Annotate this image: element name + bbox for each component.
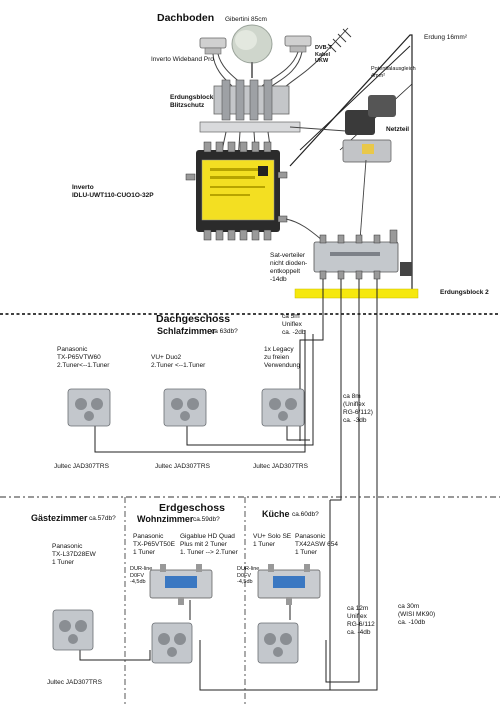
lnb-label: Inverto Wideband Pro [151,56,214,63]
kitchen-tv-label: Panasonic TX42ASW 654 1 Tuner [295,533,338,556]
antenna-label: DVB-T Kabel UKW [315,45,332,64]
living-tv-label: Panasonic TX-P65VT50E 1 Tuner [133,533,175,556]
guest-tv-label: Panasonic TX-L37D28EW 1 Tuner [52,543,96,566]
grounding-block-icon [199,79,301,133]
top-tv2-label: VU+ Duo2 2.Tuner <--1.Tuner [151,354,206,369]
psu-label: Netzteil [386,126,410,133]
kitchen-label: Küche [262,509,290,519]
grounding-block2-label: Erdungsblock 2 [440,289,489,296]
cable-30m-label: ca 30m (WISI MK90) ca. -10db [398,603,436,626]
switch-label: Inverto IDLU-UWT110-CUO1O-32P [72,184,154,199]
ground-label: Erdung 16mm² [424,34,467,41]
dur-line-switch-living-icon [149,564,213,605]
living-rx-label: Gigablue HD Quad Plus mit 2 Tuner 1. Tun… [180,533,238,556]
outlet-guest-icon [52,609,94,651]
lnb-left-icon [199,37,227,55]
top-outlet-3-label: Jultec JAD307TRS [253,463,308,470]
living-room-size: ca.59db? [193,516,220,523]
top-cable-label: ca 5m Uniflex ca. -2db [282,313,306,336]
guest-room-label: Gästezimmer [31,513,88,523]
guest-room-size: ca.57db? [89,515,116,522]
kitchen-size: ca.60db? [292,511,319,518]
top-outlet-2-label: Jultec JAD307TRS [155,463,210,470]
dur-line-switch-kitchen-icon [257,564,321,605]
top-floor-title: Dachgeschoss [156,313,231,325]
power-supply-icon [342,95,396,163]
cable-12m-label: ca 12m Uniflex RG-6/112 ca. -4db [347,605,375,636]
riser-label: ca 8m (Uniflex RG-6/112) ca. -3db [343,393,373,424]
ground-wire [289,34,413,290]
lnb-right-icon [284,35,312,53]
attic-title: Dachboden [157,12,215,24]
top-floor-room-size: ca 63db? [211,328,238,335]
top-tv1-label: Panasonic TX-P65VTW60 2.Tuner<--1.Tuner [57,346,110,369]
equalizer-label: Potentialausgleich 4mm² [371,66,416,79]
top-outlet-1-label: Jultec JAD307TRS [54,463,109,470]
dur-living-label: DUR-line D0FV -4,5db [130,566,153,585]
splitter-label: Sat-verteiler nicht dioden- entkoppelt -… [270,252,308,283]
terrestrial-antenna-icon [321,27,352,57]
legacy-label: 1x Legacy zu freien Verwendung [264,346,301,369]
dur-kitchen-label: DUR-line D0FV -4,5db [237,566,260,585]
multiswitch-icon [185,141,288,241]
sat-dish-icon [231,24,273,78]
top-floor-room: Schlafzimmer [157,326,216,336]
dish-label: Gibertini 85cm [225,16,267,23]
outlet-living-icon [151,622,193,664]
ground-floor-title: Erdgeschoss [159,502,225,514]
kitchen-rx-label: VU+ Solo SE 1 Tuner [253,533,292,548]
outlet-top-1-icon [67,388,111,427]
sat-splitter-icon [313,229,412,280]
grounding-bar-2 [294,288,419,299]
living-room-label: Wohnzimmer [137,514,194,524]
outlet-top-3-icon [261,388,305,427]
grounding-block-label: Erdungsblock Blitzschutz [170,94,214,109]
outlet-kitchen-icon [257,622,299,664]
guest-outlet-label: Jultec JAD307TRS [47,679,102,686]
outlet-top-2-icon [163,388,207,427]
